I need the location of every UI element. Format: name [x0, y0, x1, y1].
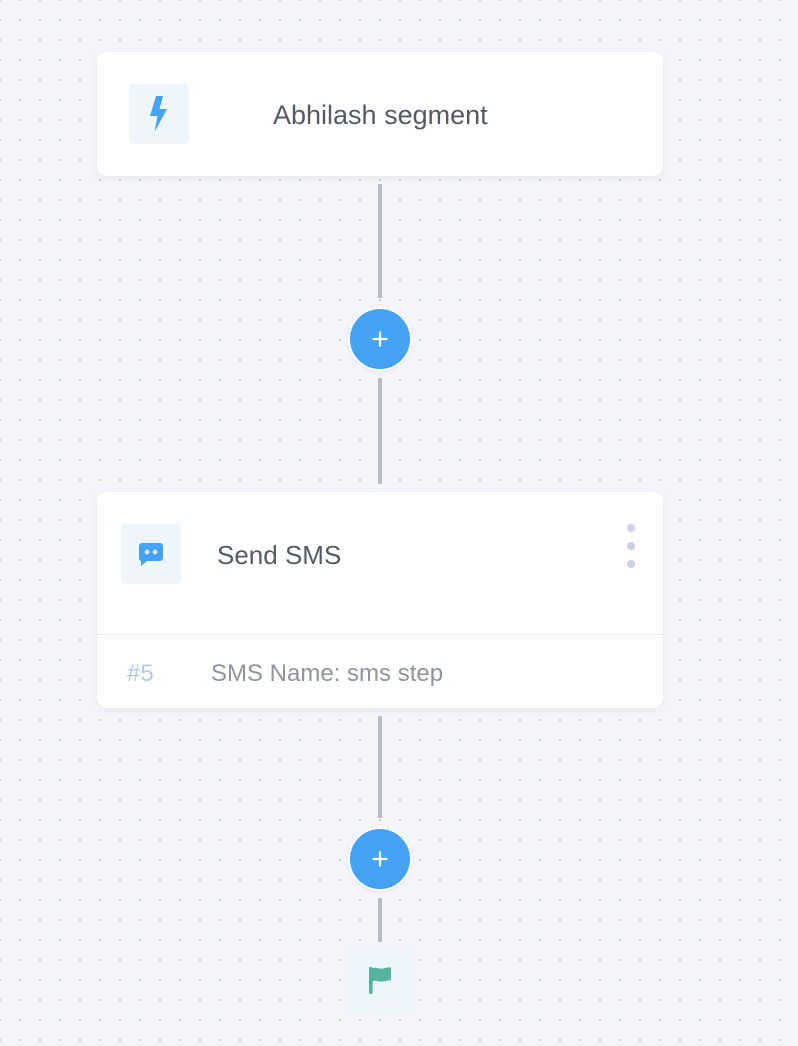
workflow-end-node — [349, 949, 411, 1011]
card-divider — [97, 634, 663, 635]
kebab-dot — [627, 542, 635, 550]
connector-line — [378, 898, 382, 942]
lightning-bolt-icon — [150, 96, 167, 132]
trigger-icon-tile — [129, 84, 189, 144]
trigger-title: Abhilash segment — [273, 100, 488, 130]
plus-icon — [372, 331, 388, 347]
add-step-button[interactable] — [348, 307, 412, 371]
step-title: Send SMS — [217, 540, 342, 570]
add-step-button[interactable] — [348, 827, 412, 891]
trigger-card[interactable]: Abhilash segment — [97, 52, 663, 176]
step-detail: SMS Name: sms step — [211, 660, 444, 687]
kebab-menu-icon[interactable] — [621, 524, 641, 568]
sms-icon-tile — [121, 524, 181, 584]
kebab-dot — [627, 560, 635, 568]
step-number: #5 — [127, 660, 154, 687]
send-sms-step-card[interactable]: Send SMS #5 SMS Name: sms step — [97, 492, 663, 708]
sms-chat-icon — [138, 543, 163, 566]
connector-line — [378, 716, 382, 818]
flag-icon — [369, 967, 391, 994]
kebab-dot — [627, 524, 635, 532]
plus-icon — [372, 851, 388, 867]
connector-line — [378, 378, 382, 484]
connector-line — [378, 184, 382, 298]
